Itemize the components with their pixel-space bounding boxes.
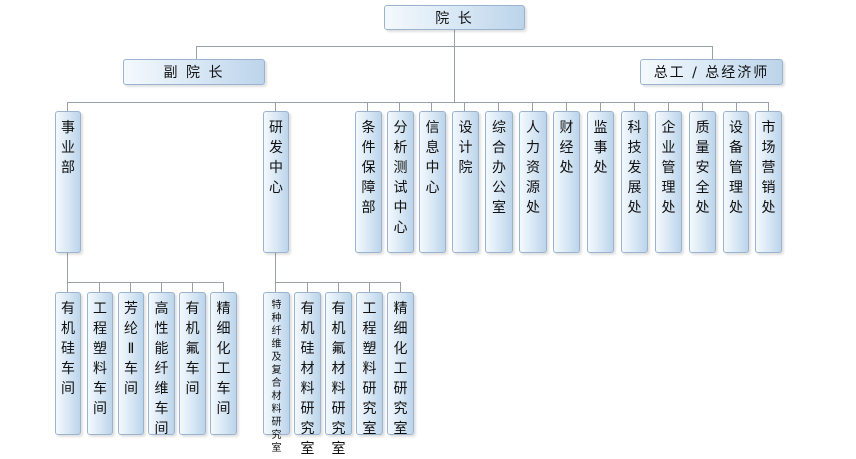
connector-line [600,102,601,111]
org-box-lab: 有机氟材料研究室 [325,292,352,457]
connector-line [99,282,100,292]
org-box-lab: 特种纤维及复合材料研究室 [263,292,290,454]
org-box-label: 财经处 [559,120,574,176]
org-box-design-institute: 设计院 [452,111,479,253]
org-box-tech-dev-office: 科技发展处 [621,111,648,253]
org-box-chief-engineer: 总工 / 总经济师 [640,59,783,85]
org-box-label: 条件保障部 [361,120,376,216]
connector-line [192,282,193,292]
org-box-label: 研发中心 [269,120,283,196]
org-box-label: 设备管理处 [729,120,743,216]
org-box-hr-office: 人力资源处 [519,111,547,253]
org-box-label: 院 长 [435,10,474,27]
connector-line [668,102,669,111]
org-box-marketing-office: 市场营销处 [755,111,782,253]
org-box-analysis-center: 分析测试中心 [387,111,414,253]
connector-line [498,102,499,111]
connector-line [275,253,276,282]
org-box-audit-office: 监事处 [587,111,614,253]
org-chart: 院 长 副 院 长 总工 / 总经济师 事业部 研发中心 条件保障部 分析测试中… [55,5,783,457]
connector-line [369,282,370,292]
connector-line [454,30,455,46]
org-box-workshop: 精细化工车间 [210,292,237,435]
org-box-lab: 工程塑料研究室 [356,292,383,437]
connector-line [400,282,401,292]
org-box-label: 有机硅材料研究室 [300,301,315,457]
org-box-lab: 有机硅材料研究室 [294,292,321,457]
connector-line [702,102,703,111]
connector-line [130,282,131,292]
org-box-label: 有机氟车间 [185,301,200,397]
connector-line [532,102,533,111]
org-box-label: 总工 / 总经济师 [653,65,770,81]
org-box-business-division: 事业部 [55,111,81,253]
org-box-label: 精细化工车间 [216,301,231,417]
org-box-rnd-center: 研发中心 [263,111,289,253]
org-box-condition-dept: 条件保障部 [355,111,382,253]
org-box-label: 监事处 [593,120,608,176]
org-box-label: 有机氟材料研究室 [331,301,346,457]
org-box-label: 有机硅车间 [61,301,75,397]
org-box-enterprise-mgmt-office: 企业管理处 [655,111,682,253]
org-box-label: 特种纤维及复合材料研究室 [271,300,282,454]
org-box-label: 芳纶Ⅱ车间 [124,301,138,397]
connector-line [67,282,68,292]
org-box-workshop: 有机硅车间 [55,292,81,435]
connector-line [275,102,276,111]
connector-line [275,282,276,292]
org-box-label: 精细化工研究室 [393,301,408,437]
org-box-workshop: 工程塑料车间 [87,292,113,435]
connector-line [736,102,737,111]
org-box-label: 副 院 长 [163,65,225,81]
org-box-equipment-office: 设备管理处 [723,111,749,253]
connector-line [431,102,432,111]
connector-line [464,102,465,111]
org-box-label: 市场营销处 [761,120,776,216]
connector-line [566,102,567,111]
connector-line [161,282,162,292]
org-box-workshop: 有机氟车间 [179,292,206,435]
org-box-quality-safety-office: 质量安全处 [689,111,716,253]
connector-line [367,102,368,111]
org-box-info-center: 信息中心 [419,111,446,253]
connector-line [223,282,224,292]
org-box-workshop: 芳纶Ⅱ车间 [118,292,144,435]
connector-line [67,102,768,103]
connector-line [67,102,68,111]
connector-line [399,102,400,111]
org-box-label: 分析测试中心 [393,120,408,236]
connector-line [634,102,635,111]
org-box-label: 工程塑料车间 [93,301,107,417]
org-box-label: 科技发展处 [627,120,642,216]
connector-line [67,253,68,282]
connector-line [196,46,197,59]
connector-line [307,282,308,292]
connector-line [67,282,224,283]
org-box-general-office: 综合办公室 [485,111,513,253]
org-box-label: 高性能纤维车间 [154,301,169,437]
connector-line [768,102,769,111]
org-box-deputy-president: 副 院 长 [123,59,265,85]
org-box-label: 质量安全处 [695,120,710,216]
org-box-label: 设计院 [458,120,473,176]
org-box-label: 事业部 [61,120,75,176]
org-box-label: 企业管理处 [661,120,676,216]
connector-line [338,282,339,292]
org-box-lab: 精细化工研究室 [387,292,414,437]
org-box-label: 工程塑料研究室 [362,301,377,437]
org-box-finance-office: 财经处 [553,111,580,253]
org-box-label: 信息中心 [425,120,440,196]
connector-line [454,46,455,103]
org-box-label: 综合办公室 [492,120,506,216]
connector-line [712,46,713,59]
org-box-president: 院 长 [384,5,525,30]
org-box-workshop: 高性能纤维车间 [148,292,175,437]
org-box-label: 人力资源处 [526,120,540,216]
